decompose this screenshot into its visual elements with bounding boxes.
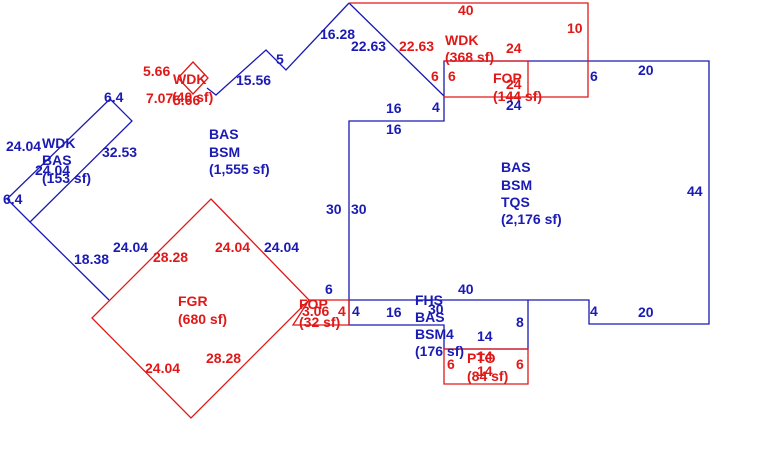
dim-label: 22.63 (399, 38, 434, 54)
dim-label: 4 (338, 303, 346, 319)
wdk-top-outline (349, 2, 589, 98)
dim-label: 3.06 (302, 303, 329, 319)
fhs-l1: FHS (415, 292, 443, 308)
dim-label: 5.66 (173, 92, 200, 108)
dim-label: 16 (386, 304, 402, 320)
wdk-small-outline (177, 61, 209, 95)
fop-small-outline (291, 299, 350, 326)
dim-label: 10 (567, 20, 583, 36)
dim-label: 30 (428, 301, 444, 317)
dim-label: 24.04 (35, 162, 70, 178)
fhs-l2: BAS (415, 309, 445, 325)
fhs-l3: BSM (415, 326, 446, 342)
wdk-left-area: (153 sf) (42, 170, 91, 186)
dim-label: 4 (590, 303, 598, 319)
dim-label: 32.53 (102, 144, 137, 160)
dim-label: 30 (326, 201, 342, 217)
fop-top-name: FOP (493, 70, 522, 86)
fgr-name: FGR (178, 293, 208, 309)
fgr-outline (91, 198, 310, 419)
fop-top-area: (144 sf) (493, 88, 542, 104)
dim-label: 24 (506, 97, 522, 113)
dim-label: 5.66 (143, 63, 170, 79)
dim-label: 6 (590, 68, 598, 84)
bas-main-area: (1,555 sf) (209, 161, 270, 177)
dim-label: 16 (386, 100, 402, 116)
dim-label: 24 (506, 40, 522, 56)
fgr-area: (680 sf) (178, 311, 227, 327)
wdk-small-name: WDK (173, 71, 206, 87)
dim-label: 8 (516, 314, 524, 330)
dim-label: 30 (351, 201, 367, 217)
dim-label: 14 (477, 363, 493, 379)
dim-label: 4 (446, 326, 454, 342)
dim-label: 24 (506, 76, 522, 92)
bas-tqs-l2: BSM (501, 177, 532, 193)
dim-label: 24.04 (264, 239, 299, 255)
wdk-top-area: (368 sf) (445, 49, 494, 65)
dim-label: 22.63 (351, 38, 386, 54)
dim-label: 6 (431, 68, 439, 84)
dim-label: 24.04 (6, 138, 41, 154)
dim-label: 4 (432, 99, 440, 115)
dim-label: 44 (687, 183, 703, 199)
bas-tqs-outline (348, 60, 710, 325)
wdk-left-l2: BAS (42, 152, 72, 168)
dim-label: 7.07 (146, 90, 173, 106)
pto-name: PTO (467, 350, 496, 366)
dim-label: 20 (638, 304, 654, 320)
fop-small-name: FOP (299, 296, 328, 312)
bas-tqs-area: (2,176 sf) (501, 211, 562, 227)
dim-label: 6.4 (104, 89, 124, 105)
pto-outline (443, 348, 529, 385)
dim-label: 40 (458, 2, 474, 18)
dim-label: 6 (447, 356, 455, 372)
fop-small-area: (32 sf) (299, 314, 340, 330)
bas-tqs-l1: BAS (501, 159, 531, 175)
bas-main-l1: BAS (209, 126, 239, 142)
pto-area: (84 sf) (467, 368, 508, 384)
dim-label: 6.4 (3, 191, 23, 207)
fop-top-outline (444, 60, 529, 97)
dim-label: 24.04 (215, 239, 250, 255)
dim-label: 24.04 (145, 360, 180, 376)
dim-label: 5 (276, 51, 284, 67)
dim-label: 6 (448, 68, 456, 84)
dim-label: 20 (638, 62, 654, 78)
dim-label: 4 (352, 303, 360, 319)
bas-main-outline (29, 2, 445, 301)
dim-label: 16.28 (320, 26, 355, 42)
dim-label: 14 (477, 328, 493, 344)
wdk-left-outline (6, 98, 111, 223)
dim-label: 6 (516, 356, 524, 372)
bas-main-l2: BSM (209, 144, 240, 160)
dim-label: 24.04 (113, 239, 148, 255)
dim-label: 16 (386, 121, 402, 137)
fhs-area: (176 sf) (415, 343, 464, 359)
dim-label: 28.28 (206, 350, 241, 366)
dim-label: 18.38 (74, 251, 109, 267)
bas-tqs-l3: TQS (501, 194, 530, 210)
dim-label: 14 (477, 348, 493, 364)
dim-label: 28.28 (153, 249, 188, 265)
dim-label: 40 (458, 281, 474, 297)
dim-label: 15.56 (236, 72, 271, 88)
wdk-top-name: WDK (445, 32, 478, 48)
wdk-small-area: (40 sf) (172, 89, 213, 105)
dim-label: 6 (325, 281, 333, 297)
wdk-left-l1: WDK (42, 135, 75, 151)
